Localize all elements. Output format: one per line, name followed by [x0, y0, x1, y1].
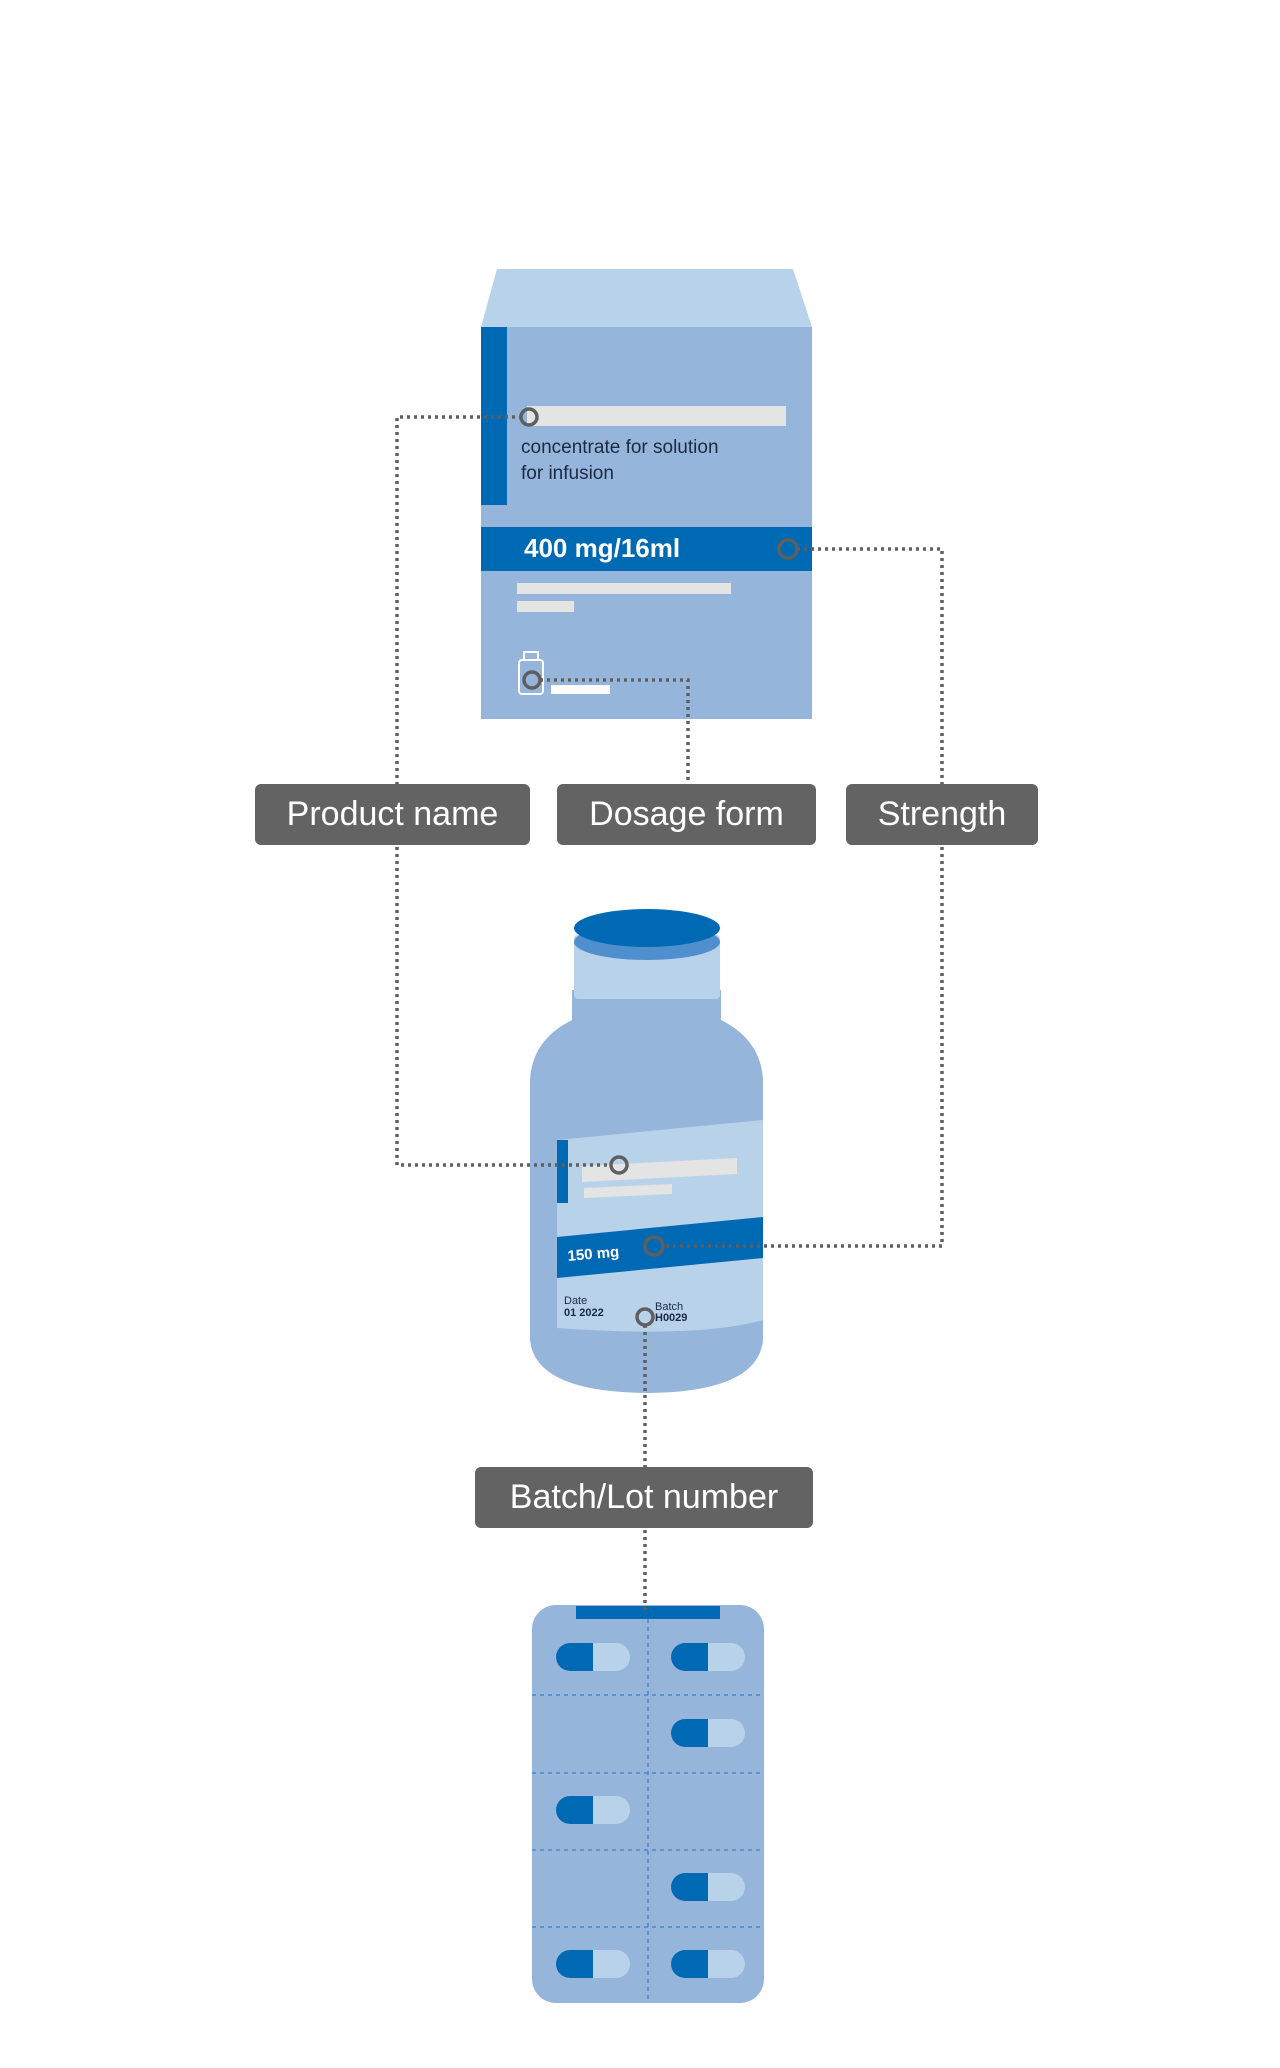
capsule-icon: [671, 1950, 745, 1978]
box-dosage-bar: [551, 685, 610, 694]
bottle-batch-value: H0029: [655, 1312, 688, 1324]
endpoint-product-name-box: [519, 407, 539, 427]
box-dosage-text-line1: concentrate for solution: [521, 437, 719, 458]
bottle-strength-band: [557, 1217, 763, 1278]
capsule-icon: [556, 1796, 630, 1824]
capsule-icon: [671, 1643, 745, 1671]
box-front: [481, 327, 812, 719]
connector-product-name-bottle: [395, 847, 611, 1167]
medicine-bottle: [530, 909, 763, 1393]
bottle-date-label: Date: [564, 1295, 588, 1307]
endpoint-product-name-bottle: [609, 1155, 629, 1175]
blister-pack: [532, 1605, 764, 2003]
vial-icon: [518, 651, 544, 695]
connector-lines: [395, 415, 944, 1612]
endpoint-strength-bottle: [643, 1235, 665, 1257]
box-text-bar-2: [517, 601, 574, 612]
bottle-strength-text: 150 mg: [566, 1243, 620, 1265]
box-product-name-bar: [527, 406, 786, 426]
endpoint-strength-box: [777, 538, 799, 560]
batch-lot-number-label: Batch/Lot number: [475, 1467, 813, 1528]
connector-strength-bottle: [664, 847, 944, 1248]
product-name-label: Product name: [255, 784, 530, 845]
box-dosage-text-line2: for infusion: [521, 463, 614, 484]
box-text-bar-1: [517, 583, 731, 594]
bottle-name-bar-2: [584, 1184, 672, 1198]
blister-perforations: [532, 1619, 764, 2003]
connector-strength: [797, 547, 944, 784]
blister-top-bar: [576, 1606, 720, 1619]
capsule-icon: [671, 1873, 745, 1901]
dosage-form-label: Dosage form: [557, 784, 816, 845]
strength-label: Strength: [846, 784, 1038, 845]
bottle-name-bar-1: [582, 1158, 737, 1182]
endpoint-dosage-form-box: [522, 670, 542, 690]
box-lid: [481, 269, 812, 327]
box-strength-band: [481, 527, 812, 571]
bottle-cap-top: [574, 909, 720, 947]
connector-endpoints: [519, 407, 799, 1327]
medicine-box: [481, 269, 812, 719]
connector-dosage-form: [540, 678, 690, 784]
bottle-date-value: 01 2022: [564, 1307, 604, 1319]
bottle-left-stripe: [557, 1140, 568, 1203]
box-strength-text: 400 mg/16ml: [524, 533, 681, 563]
endpoint-batch-bottle: [635, 1307, 655, 1327]
capsule-icon: [671, 1719, 745, 1747]
capsule-icon: [556, 1643, 630, 1671]
bottle-batch-label: Batch: [655, 1301, 684, 1313]
capsule-icon: [556, 1950, 630, 1978]
